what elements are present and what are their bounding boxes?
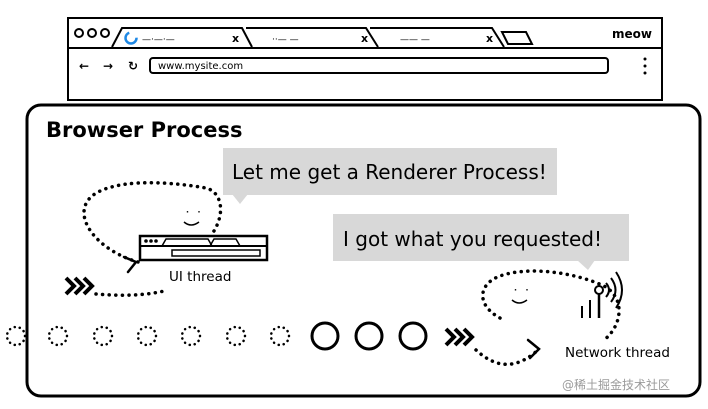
mini-browser-icon (138, 234, 269, 262)
antenna-icon (581, 271, 623, 318)
loading-spinner-icon (124, 31, 138, 45)
tab-1-close-icon[interactable]: x (232, 32, 239, 45)
queue-dotted-circle (5, 325, 27, 347)
kebab-menu-icon[interactable] (643, 57, 647, 75)
forward-arrow-icon[interactable]: → (103, 59, 113, 73)
address-bar[interactable] (149, 57, 609, 74)
watermark: @稀土掘金技术社区 (562, 377, 670, 392)
ui-thread-character: ˙ ˙ (82, 181, 269, 274)
queue-dotted-circle (180, 325, 202, 347)
reload-icon[interactable]: ↻ (128, 59, 138, 73)
queue-solid-circle (398, 321, 428, 351)
back-arrow-icon[interactable]: ← (79, 59, 89, 73)
message-queue (5, 321, 428, 351)
tab-2[interactable]: ··— — x (246, 27, 379, 48)
network-thread-label: Network thread (565, 345, 670, 361)
network-incoming-path (474, 348, 540, 367)
new-tab-button[interactable] (500, 31, 534, 45)
queue-solid-circle (310, 321, 340, 351)
ui-outgoing-path (94, 288, 170, 297)
queue-solid-circle (354, 321, 384, 351)
network-chevrons-icon (444, 327, 475, 347)
queue-dotted-circle (225, 325, 247, 347)
tab-2-close-icon[interactable]: x (361, 32, 368, 45)
queue-dotted-circle (47, 325, 69, 347)
network-thread-character: ˙ ˙ (481, 269, 623, 342)
speech-bubble-renderer-request: Let me get a Renderer Process! (223, 148, 557, 204)
ui-thread-label: UI thread (169, 269, 231, 285)
ui-chevrons-icon (64, 276, 95, 296)
queue-dotted-circle (136, 325, 158, 347)
queue-dotted-circle (92, 325, 114, 347)
browser-window: —·—·— x ··— — x —— — x meow ← → ↻ www.my… (67, 17, 663, 101)
queue-dotted-circle (269, 325, 291, 347)
bubble-renderer-request-text: Let me get a Renderer Process! (232, 160, 547, 184)
tab-2-title: ··— — (272, 35, 299, 45)
tab-1[interactable]: —·—·— x (111, 27, 253, 48)
tab-1-title: —·—·— (142, 35, 175, 45)
address-bar-url: www.mysite.com (158, 61, 243, 72)
tab-3-title: —— — (400, 35, 430, 45)
process-title: Browser Process (46, 118, 242, 142)
speech-bubble-network-reply: I got what you requested! (333, 214, 629, 270)
bubble-network-reply-text: I got what you requested! (343, 227, 602, 251)
tab-3[interactable]: —— — x (370, 27, 505, 48)
browser-brand: meow (612, 27, 652, 41)
tab-3-close-icon[interactable]: x (486, 32, 493, 45)
window-controls[interactable] (74, 28, 110, 38)
